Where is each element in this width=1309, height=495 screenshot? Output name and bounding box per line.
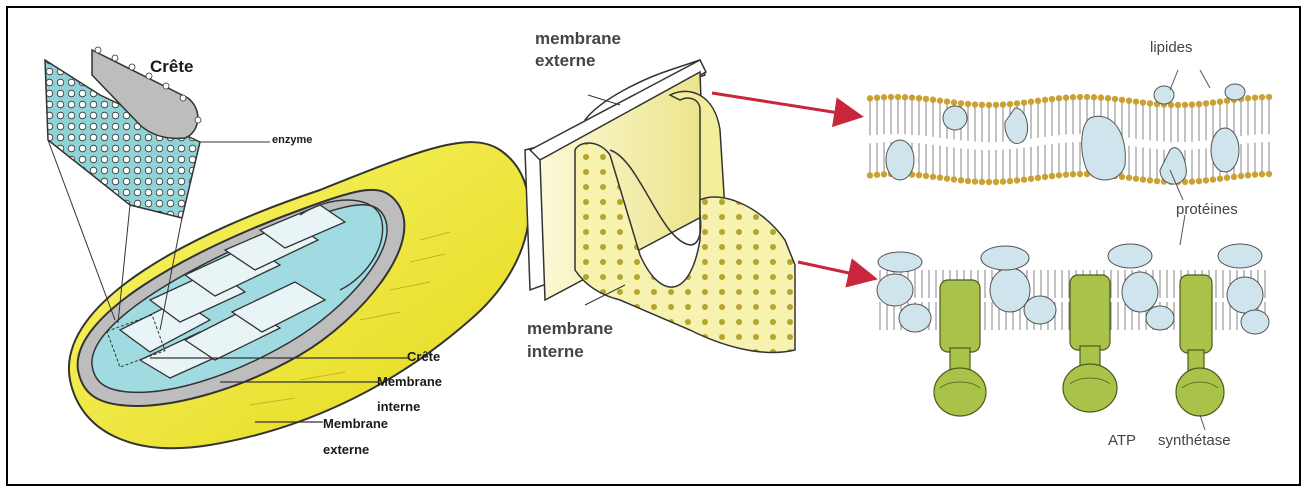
synthase-label: synthétase (1158, 433, 1231, 448)
proteins-label: protéines (1176, 202, 1238, 217)
lipids-label: lipides (1150, 40, 1193, 55)
outer-membrane-bilayer (867, 84, 1273, 186)
right-outer-membrane-label-line2: externe (535, 52, 595, 69)
inner-membrane-label-line1: Membrane (377, 375, 442, 388)
mitochondrion-illustration (45, 47, 529, 448)
crest-title-label: Crête (150, 58, 193, 75)
right-outer-membrane-label-line1: membrane (535, 30, 621, 47)
atp-label: ATP (1108, 433, 1136, 448)
enzyme-label: enzyme (272, 135, 312, 146)
inner-membrane-label-line2: interne (377, 400, 420, 413)
outer-membrane-label-line2: externe (323, 443, 369, 456)
right-inner-membrane-label-line2: interne (527, 343, 584, 360)
outer-membrane-label-line1: Membrane (323, 417, 388, 430)
membrane-fold-illustration (525, 60, 872, 352)
right-inner-membrane-label-line1: membrane (527, 320, 613, 337)
crest-label: Crête (407, 350, 440, 363)
